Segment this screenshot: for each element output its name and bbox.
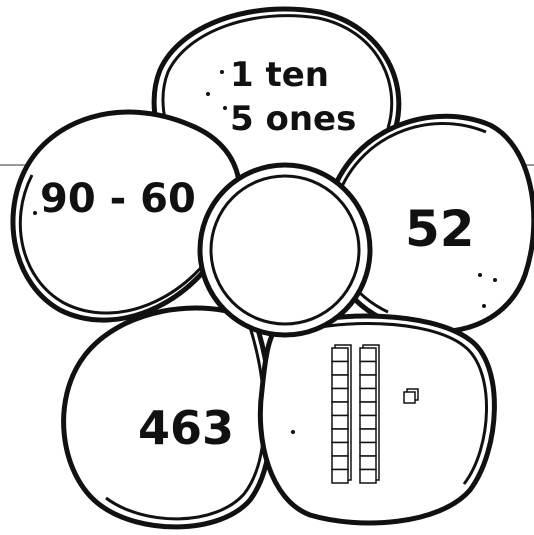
flower-center-ring xyxy=(211,176,359,324)
top-petal-line-1: 1 ten xyxy=(230,55,329,95)
tens-rod xyxy=(332,345,351,483)
left-petal-expression: 90 - 60 xyxy=(40,176,196,222)
tens-rod xyxy=(360,345,379,483)
top-petal-line-2: 5 ones xyxy=(230,99,356,139)
bottom-left-petal-number: 463 xyxy=(138,401,234,455)
right-petal-number: 52 xyxy=(405,200,475,258)
